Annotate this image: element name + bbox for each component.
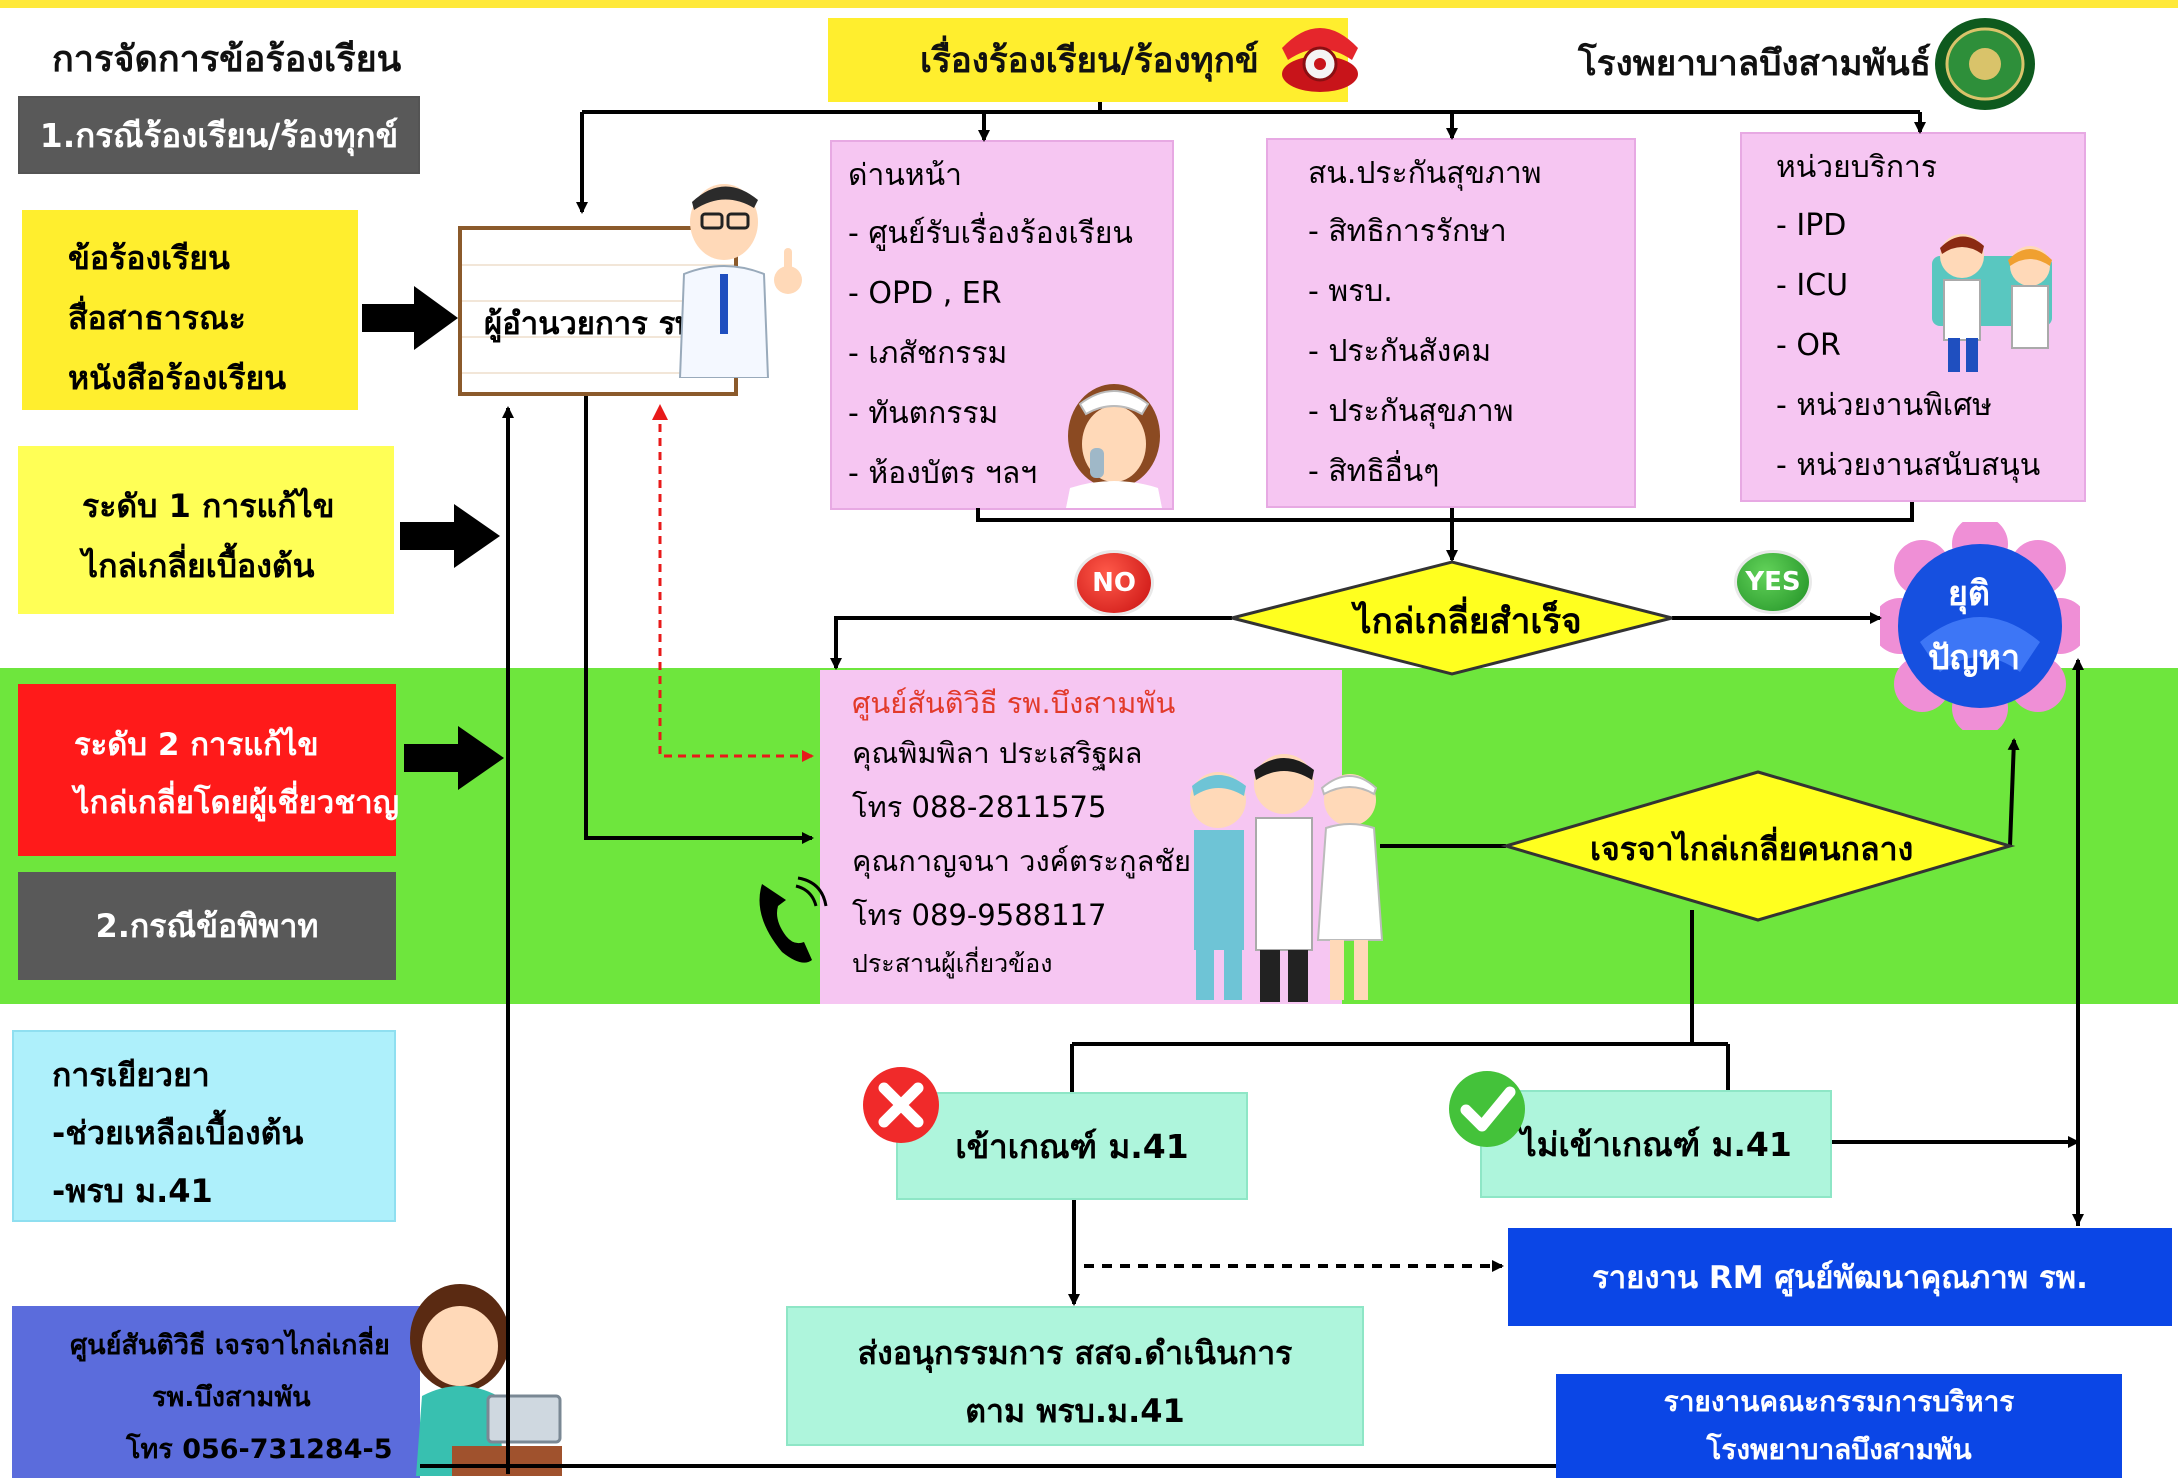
feedback-line bbox=[658, 410, 814, 762]
send-committee-line: ตาม พรบ.ม.41 bbox=[965, 1392, 1185, 1430]
arrow-right-icon bbox=[362, 286, 458, 354]
level2-line: ระดับ 2 การแก้ไข bbox=[74, 727, 319, 763]
medical-team-icon bbox=[1176, 740, 1400, 1004]
mediation-diamond bbox=[1500, 770, 2016, 922]
resolve-label: ปัญหา bbox=[1928, 638, 2021, 678]
connector-line bbox=[976, 502, 1914, 522]
column-title: หน่วยบริการ bbox=[1776, 150, 1937, 185]
column-item: - ห้องบัตร ฯลฯ bbox=[848, 456, 1038, 491]
connector-line bbox=[2007, 738, 2020, 847]
criteria-in-label: เข้าเกณฑ์ ม.41 bbox=[955, 1126, 1189, 1166]
peace-center-line: โทร 088-2811575 bbox=[852, 790, 1107, 824]
case1-box: 1.กรณีร้องเรียน/ร้องทุกข์ bbox=[18, 96, 420, 174]
column-item: - สิทธิการรักษา bbox=[1308, 214, 1507, 249]
feedback-arrowhead bbox=[652, 404, 668, 420]
contact-line: โทร 056-731284-5 bbox=[126, 1434, 393, 1465]
peace-center-contact-box: ศูนย์สันติวิธี เจรจาไกล่เกลี่ย รพ.บึงสาม… bbox=[12, 1306, 420, 1478]
level1-line: ระดับ 1 การแก้ไข bbox=[82, 487, 335, 525]
column-item: - สิทธิอื่นๆ bbox=[1308, 454, 1440, 489]
top-border bbox=[0, 0, 2178, 8]
peace-center-line: คุณกาญจนา วงค์ตระกูลชัย bbox=[852, 844, 1192, 878]
arrow-right-icon bbox=[404, 726, 504, 794]
topic-box: เรื่องร้องเรียน/ร้องทุกข์ bbox=[828, 18, 1348, 102]
column-item: - ทันตกรรม bbox=[848, 396, 999, 431]
criteria-in-box: เข้าเกณฑ์ ม.41 bbox=[896, 1092, 1248, 1200]
yes-badge: YES bbox=[1734, 550, 1812, 614]
hospital-name: โรงพยาบาลบึงสามพันธ์ bbox=[1578, 44, 1931, 84]
peace-center-line: โทร 089-9588117 bbox=[852, 898, 1107, 932]
connector-line bbox=[830, 616, 1232, 670]
column-item: - OPD , ER bbox=[848, 276, 1002, 311]
column-title: สน.ประกันสุขภาพ bbox=[1308, 156, 1542, 191]
phone-handset-icon bbox=[752, 876, 832, 968]
column-title: ด่านหน้า bbox=[848, 158, 962, 193]
page-title: การจัดการข้อร้องเรียน bbox=[52, 39, 402, 80]
level2-line: ไกล่เกลี่ยโดยผู้เชี่ยวชาญ bbox=[74, 785, 400, 821]
mediation-label: เจรจาไกล่เกลี่ยคนกลาง bbox=[1590, 830, 1914, 868]
send-committee-line: ส่งอนุกรรมการ สสจ.ดำเนินการ bbox=[857, 1334, 1293, 1372]
resolve-label: ยุติ bbox=[1948, 574, 1991, 614]
decision-diamond bbox=[1231, 560, 1673, 676]
column-item: - พรบ. bbox=[1308, 274, 1393, 309]
reject-x-icon bbox=[860, 1064, 942, 1146]
kids-doctors-icon bbox=[1912, 226, 2072, 376]
report-exec-line: รายงานคณะกรรมการบริหาร bbox=[1663, 1385, 2015, 1418]
remedy-line: -พรบ ม.41 bbox=[52, 1172, 213, 1210]
report-rm-label: รายงาน RM ศูนย์พัฒนาคุณภาพ รพ. bbox=[1592, 1260, 2088, 1296]
report-exec-box: รายงานคณะกรรมการบริหาร โรงพยาบาลบึงสามพั… bbox=[1556, 1374, 2122, 1478]
column-item: - ICU bbox=[1776, 268, 1849, 303]
column-item: - หน่วยงานพิเศษ bbox=[1776, 388, 1992, 423]
no-badge: NO bbox=[1074, 550, 1154, 616]
peace-center-title: ศูนย์สันติวิธี รพ.บึงสามพัน bbox=[852, 686, 1176, 720]
column-item: - IPD bbox=[1776, 208, 1847, 243]
decision-success-label: ไกล่เกลี่ยสำเร็จ bbox=[1354, 602, 1582, 642]
column-item: - ประกันสังคม bbox=[1308, 334, 1492, 369]
column-item: - เภสัชกรรม bbox=[848, 336, 1008, 371]
case1-label: 1.กรณีร้องเรียน/ร้องทุกข์ bbox=[39, 115, 399, 155]
case2-box: 2.กรณีข้อพิพาท bbox=[18, 872, 396, 980]
yes-label: YES bbox=[1745, 567, 1801, 597]
report-rm-box: รายงาน RM ศูนย์พัฒนาคุณภาพ รพ. bbox=[1508, 1228, 2172, 1326]
column-item: - OR bbox=[1776, 328, 1841, 363]
peace-center-coord: ประสานผู้เกี่ยวข้อง bbox=[852, 949, 1053, 978]
remedy-line: การเยียวยา bbox=[52, 1056, 210, 1094]
level1-box: ระดับ 1 การแก้ไข ไกล่เกลี่ยเบื้องต้น bbox=[18, 446, 394, 614]
source-item: ข้อร้องเรียน bbox=[68, 239, 230, 277]
resolve-flower bbox=[1872, 516, 2088, 736]
check-icon bbox=[1446, 1068, 1528, 1150]
contact-line: รพ.บึงสามพัน bbox=[152, 1382, 311, 1413]
topic-label: เรื่องร้องเรียน/ร้องทุกข์ bbox=[920, 40, 1259, 81]
criteria-out-box: ไม่เข้าเกณฑ์ ม.41 bbox=[1480, 1090, 1832, 1198]
send-committee-box: ส่งอนุกรรมการ สสจ.ดำเนินการ ตาม พรบ.ม.41 bbox=[786, 1306, 1364, 1446]
hospital-seal-icon bbox=[1930, 14, 2040, 114]
level1-line: ไกล่เกลี่ยเบื้องต้น bbox=[82, 547, 315, 585]
director-label: ผู้อำนวยการ รพ. bbox=[484, 306, 708, 342]
health-insurance-box: สน.ประกันสุขภาพ - สิทธิการรักษา - พรบ. -… bbox=[1266, 138, 1636, 508]
connector-line bbox=[584, 396, 814, 844]
column-item: - หน่วยงานสนับสนุน bbox=[1776, 448, 2041, 483]
no-label: NO bbox=[1092, 568, 1136, 598]
sources-box: ข้อร้องเรียน สื่อสาธารณะ หนังสือร้องเรีย… bbox=[22, 210, 358, 410]
column-item: - ประกันสุขภาพ bbox=[1308, 394, 1514, 429]
remedy-line: -ช่วยเหลือเบื้องต้น bbox=[52, 1114, 304, 1152]
telephone-icon bbox=[1272, 8, 1368, 98]
source-item: หนังสือร้องเรียน bbox=[68, 359, 287, 397]
case2-label: 2.กรณีข้อพิพาท bbox=[95, 906, 319, 945]
remedy-box: การเยียวยา -ช่วยเหลือเบื้องต้น -พรบ ม.41 bbox=[12, 1030, 396, 1222]
column-item: - ศูนย์รับเรื่องร้องเรียน bbox=[848, 216, 1133, 251]
nurse-phone-icon bbox=[1056, 378, 1172, 508]
level2-box: ระดับ 2 การแก้ไข ไกล่เกลี่ยโดยผู้เชี่ยวช… bbox=[18, 684, 400, 856]
peace-center-line: คุณพิมพิลา ประเสริฐผล bbox=[852, 736, 1143, 770]
report-exec-line: โรงพยาบาลบึงสามพัน bbox=[1706, 1433, 1972, 1466]
criteria-out-label: ไม่เข้าเกณฑ์ ม.41 bbox=[1520, 1124, 1792, 1164]
arrow-right-icon bbox=[400, 504, 500, 572]
source-item: สื่อสาธารณะ bbox=[68, 299, 246, 337]
contact-line: ศูนย์สันติวิธี เจรจาไกล่เกลี่ย bbox=[70, 1330, 390, 1361]
doctor-pointing-icon bbox=[664, 178, 814, 379]
